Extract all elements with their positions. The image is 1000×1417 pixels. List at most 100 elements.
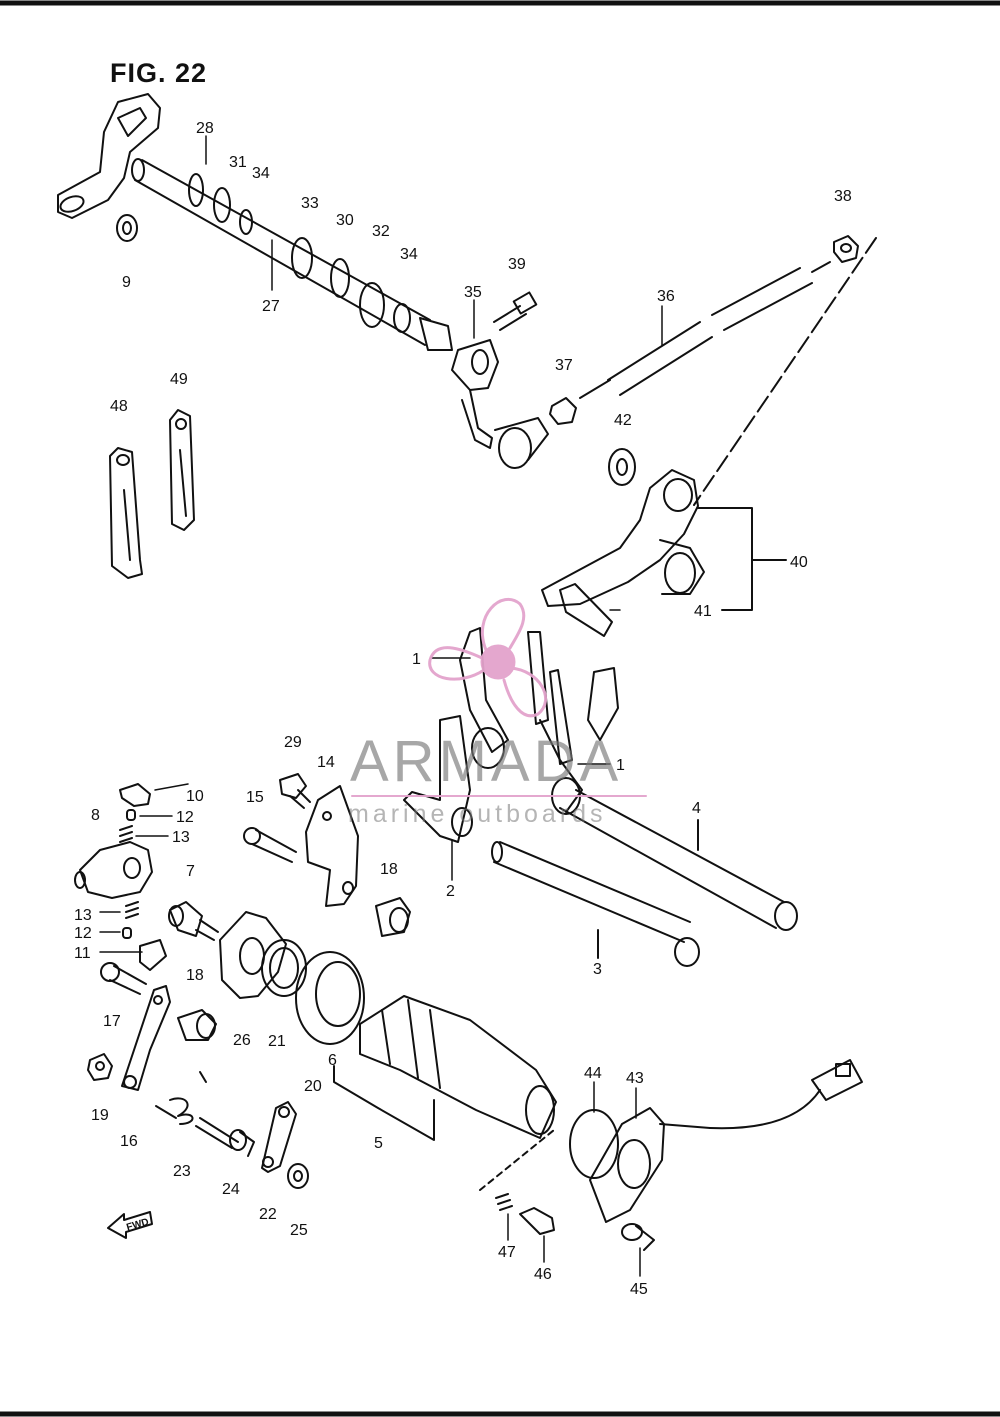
watermark-brand: ARMADA (350, 729, 623, 794)
bolt-15 (243, 827, 297, 863)
shift-lever-bracket (57, 93, 161, 219)
washer-42 (608, 448, 636, 486)
callout: 15 (246, 789, 264, 806)
callout: 12 (74, 925, 92, 942)
callout: 1 (412, 651, 421, 668)
callout: 22 (259, 1206, 277, 1223)
callout: 34 (400, 246, 418, 263)
detent-8 (74, 841, 153, 899)
rod-49 (169, 409, 195, 531)
callout: 37 (555, 357, 573, 374)
plunger-46 (519, 1207, 555, 1235)
callout: 34 (252, 165, 270, 182)
callout: 49 (170, 371, 188, 388)
callout: 27 (262, 298, 280, 315)
bolt-17 (100, 962, 147, 995)
callout: 12 (176, 809, 194, 826)
nut-37 (549, 397, 577, 425)
pin-12 (122, 809, 136, 939)
callout: 26 (233, 1032, 251, 1049)
callout: 2 (446, 883, 455, 900)
spring-23 (155, 1071, 207, 1125)
callout: 24 (222, 1181, 240, 1198)
callout: 29 (284, 734, 302, 751)
link-22 (261, 1101, 297, 1173)
callout: 28 (196, 120, 214, 137)
callout: 23 (173, 1163, 191, 1180)
callout: 39 (508, 256, 526, 273)
callout: 13 (74, 907, 92, 924)
disc-20 (295, 951, 365, 1045)
shift-drum-5 (359, 995, 557, 1139)
sensor-wire (709, 1059, 863, 1130)
bolt-39 (493, 291, 538, 331)
fwd-arrow-icon: FWD (107, 1211, 153, 1239)
callout: 18 (186, 967, 204, 984)
callout: 31 (229, 154, 247, 171)
callout: 3 (593, 961, 602, 978)
shaft-rings (188, 173, 411, 333)
callout: 25 (290, 1222, 308, 1239)
callout: 33 (301, 195, 319, 212)
guide-rod-3 (491, 841, 700, 967)
cap-11 (139, 939, 167, 971)
bushing-18-upper (375, 897, 411, 937)
callout: 42 (614, 412, 632, 429)
callout: 45 (630, 1281, 648, 1298)
sensor-43 (589, 1107, 711, 1223)
callout: 44 (584, 1065, 602, 1082)
callout: 10 (186, 788, 204, 805)
figure-title: FIG. 22 (110, 58, 208, 88)
callout-labels: 1 1 2 3 4 5 6 7 8 9 10 11 12 12 13 13 14… (74, 120, 852, 1298)
callout: 14 (317, 754, 335, 771)
watermark-tagline: marine outboards (348, 800, 607, 828)
callout: 47 (498, 1244, 516, 1261)
callout: 16 (120, 1133, 138, 1150)
shift-fork-upper (403, 627, 549, 843)
bushing-18-lower (177, 1009, 217, 1041)
callout: 5 (374, 1135, 383, 1152)
callout: 13 (172, 829, 190, 846)
cap-10 (119, 783, 151, 807)
shift-lever-40 (541, 469, 705, 637)
bolt-45 (621, 1223, 655, 1251)
callout: 1 (616, 757, 625, 774)
bolt-29 (279, 773, 311, 809)
callout: 4 (692, 800, 701, 817)
watermark-propeller-icon (351, 597, 647, 797)
callout: 38 (834, 188, 852, 205)
callout: 46 (534, 1266, 552, 1283)
spring-13-lower (125, 901, 139, 919)
callout: 20 (304, 1078, 322, 1095)
washer-9 (116, 214, 138, 242)
callout: 30 (336, 212, 354, 229)
lever-16 (121, 985, 171, 1091)
callout: 7 (186, 863, 195, 880)
callout: 41 (694, 603, 712, 620)
plate-14 (305, 785, 359, 907)
callout: 6 (328, 1052, 337, 1069)
sleeve-7 (168, 901, 219, 941)
callout: 11 (74, 945, 91, 962)
callout: 48 (110, 398, 128, 415)
leader-lines (99, 135, 663, 1277)
callout: 40 (790, 554, 808, 571)
bolt-24 (195, 1117, 255, 1157)
ring-21 (261, 939, 307, 997)
callout: 9 (122, 274, 131, 291)
callout: 36 (657, 288, 675, 305)
bracket-40-41 (697, 507, 787, 611)
callout: 18 (380, 861, 398, 878)
spring-47 (479, 1129, 555, 1211)
callout: 21 (268, 1033, 286, 1050)
callout: 35 (464, 284, 482, 301)
callout: 19 (91, 1107, 109, 1124)
leader-38-40 (693, 237, 877, 506)
bracket-5 (333, 1065, 435, 1141)
nut-19 (87, 1053, 113, 1081)
rod-48 (109, 447, 143, 579)
callout: 32 (372, 223, 390, 240)
spring-13-upper (119, 825, 133, 843)
